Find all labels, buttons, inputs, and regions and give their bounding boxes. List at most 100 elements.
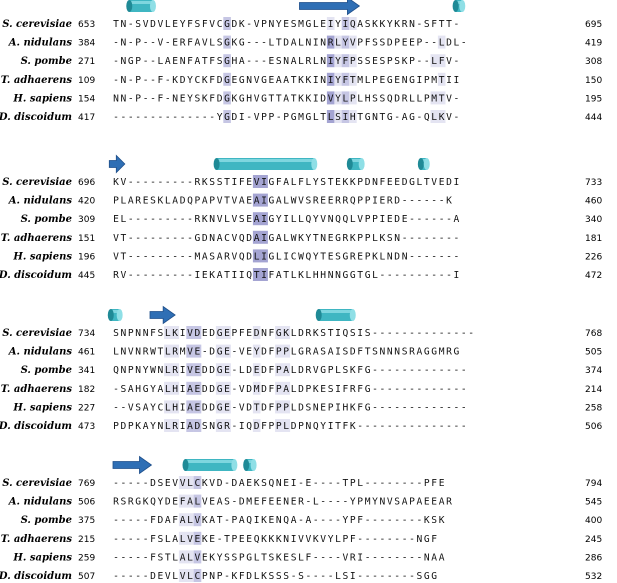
residue: D [298, 402, 304, 413]
residue: V [298, 196, 304, 207]
residue: W [291, 233, 297, 244]
species-label: H. sapiens [12, 93, 72, 104]
residue: - [365, 515, 371, 526]
residue: F [239, 177, 245, 188]
residue: A [128, 196, 134, 207]
residue: V [202, 497, 208, 508]
residue: E [172, 38, 178, 49]
residue: - [409, 478, 415, 489]
residue: Y [335, 19, 341, 30]
conservation-shade [252, 230, 261, 244]
species-label: S. cerevisiae [2, 328, 72, 339]
residue: K [202, 177, 208, 188]
residue: Y [313, 214, 319, 225]
residue: - [291, 571, 297, 582]
residue: V [217, 196, 223, 207]
residue: - [224, 571, 230, 582]
residue: G [217, 328, 223, 339]
conservation-shade [193, 344, 202, 358]
conservation-shade [326, 91, 335, 105]
conservation-shade [349, 91, 357, 105]
residue: N [121, 75, 127, 86]
residue: G [217, 421, 223, 432]
residue: K [261, 571, 267, 582]
conservation-shade [193, 569, 202, 582]
residue: L [165, 328, 171, 339]
residue: P [387, 56, 393, 67]
residue: L [372, 233, 378, 244]
residue: K [402, 56, 408, 67]
end-position: 419 [585, 39, 602, 49]
conservation-shade [275, 419, 283, 432]
residue: D [209, 328, 215, 339]
residue: D [217, 75, 223, 86]
residue: G [454, 347, 460, 358]
residue: K [372, 19, 378, 30]
residue: Y [335, 56, 341, 67]
residue: P [298, 421, 304, 432]
residue: - [394, 365, 400, 376]
conservation-shade [260, 193, 268, 207]
residue: T [357, 112, 363, 123]
residue: S [158, 534, 164, 545]
residue: - [387, 515, 393, 526]
conservation-shade [260, 175, 268, 188]
residue: D [298, 328, 304, 339]
residue: M [180, 347, 186, 358]
residue: A [254, 214, 260, 225]
residue: - [217, 534, 223, 545]
residue: N [372, 112, 378, 123]
residue: - [461, 402, 467, 413]
residue: K [350, 233, 356, 244]
residue: A [439, 552, 445, 563]
residue: G [224, 75, 230, 86]
residue: A [402, 497, 408, 508]
conservation-shade [171, 400, 180, 414]
residue: - [380, 571, 386, 582]
residue: - [372, 515, 378, 526]
residue: E [276, 497, 282, 508]
end-position: 226 [585, 252, 602, 262]
residue: - [454, 112, 460, 123]
residue: P [365, 196, 371, 207]
residue: - [439, 328, 445, 339]
residue: - [320, 478, 326, 489]
residue: F [269, 347, 275, 358]
residue: - [261, 56, 267, 67]
residue: T [328, 328, 334, 339]
residue: - [113, 75, 119, 86]
residue: G [291, 112, 297, 123]
conservation-shade [282, 381, 291, 395]
residue: F [431, 534, 437, 545]
residue: F [150, 552, 156, 563]
residue: D [202, 402, 208, 413]
residue: D [150, 19, 156, 30]
residue: F [350, 534, 356, 545]
conservation-shade [164, 363, 172, 377]
residue: - [320, 497, 326, 508]
residue: - [298, 478, 304, 489]
residue: N [306, 421, 312, 432]
residue: D [232, 112, 238, 123]
residue: F [343, 56, 349, 67]
residue: - [380, 328, 386, 339]
residue: K [439, 112, 445, 123]
residue: - [409, 421, 415, 432]
residue: E [224, 328, 230, 339]
residue: I [372, 196, 378, 207]
residue: K [439, 515, 445, 526]
residue: C [291, 251, 297, 262]
residue: - [143, 112, 149, 123]
residue: G [424, 534, 430, 545]
residue: A [402, 112, 408, 123]
residue: M [431, 93, 437, 104]
residue: L [431, 56, 437, 67]
residue: L [365, 75, 371, 86]
residue: - [113, 38, 119, 49]
residue: G [431, 347, 437, 358]
end-position: 340 [585, 215, 602, 225]
residue: S [276, 56, 282, 67]
